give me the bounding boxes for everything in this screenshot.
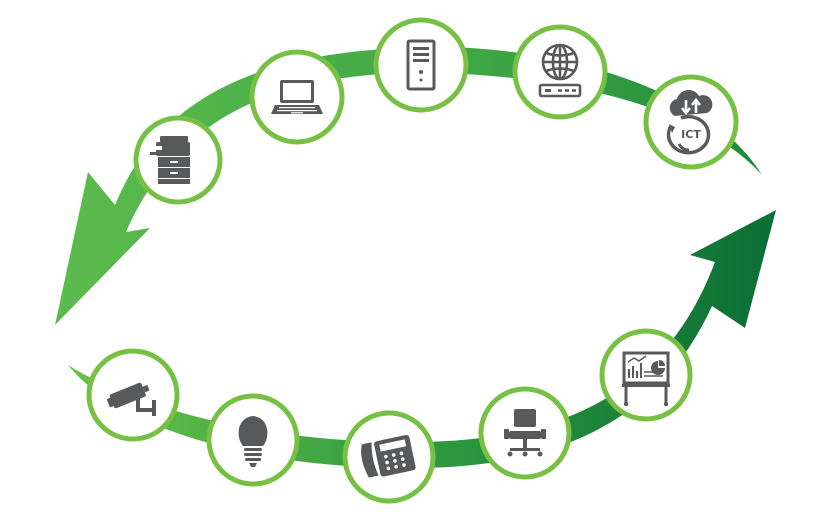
ict-node: ICT [643, 74, 739, 170]
desk-phone-icon [361, 434, 416, 478]
laptop-node [249, 49, 345, 145]
ict-cloud-phone-icon: ICT [666, 90, 713, 155]
lightbulb-node [206, 393, 300, 487]
server-tower-icon [406, 39, 436, 91]
office-chair-icon [504, 409, 546, 457]
printer-icon [150, 136, 190, 184]
ict-label: ICT [681, 128, 701, 141]
network-globe-icon [538, 43, 582, 98]
desk-phone-node [342, 410, 436, 504]
whiteboard-node [599, 328, 693, 422]
printer-node [133, 115, 223, 205]
network-node [512, 24, 608, 120]
security-camera-icon [106, 382, 156, 416]
laptop-icon [271, 80, 323, 114]
lower-cycle-arrow [68, 210, 776, 469]
server-node [373, 17, 469, 113]
light-bulb-icon [238, 416, 268, 467]
chair-node [478, 386, 572, 480]
camera-node [86, 348, 180, 442]
whiteboard-icon [622, 351, 670, 407]
